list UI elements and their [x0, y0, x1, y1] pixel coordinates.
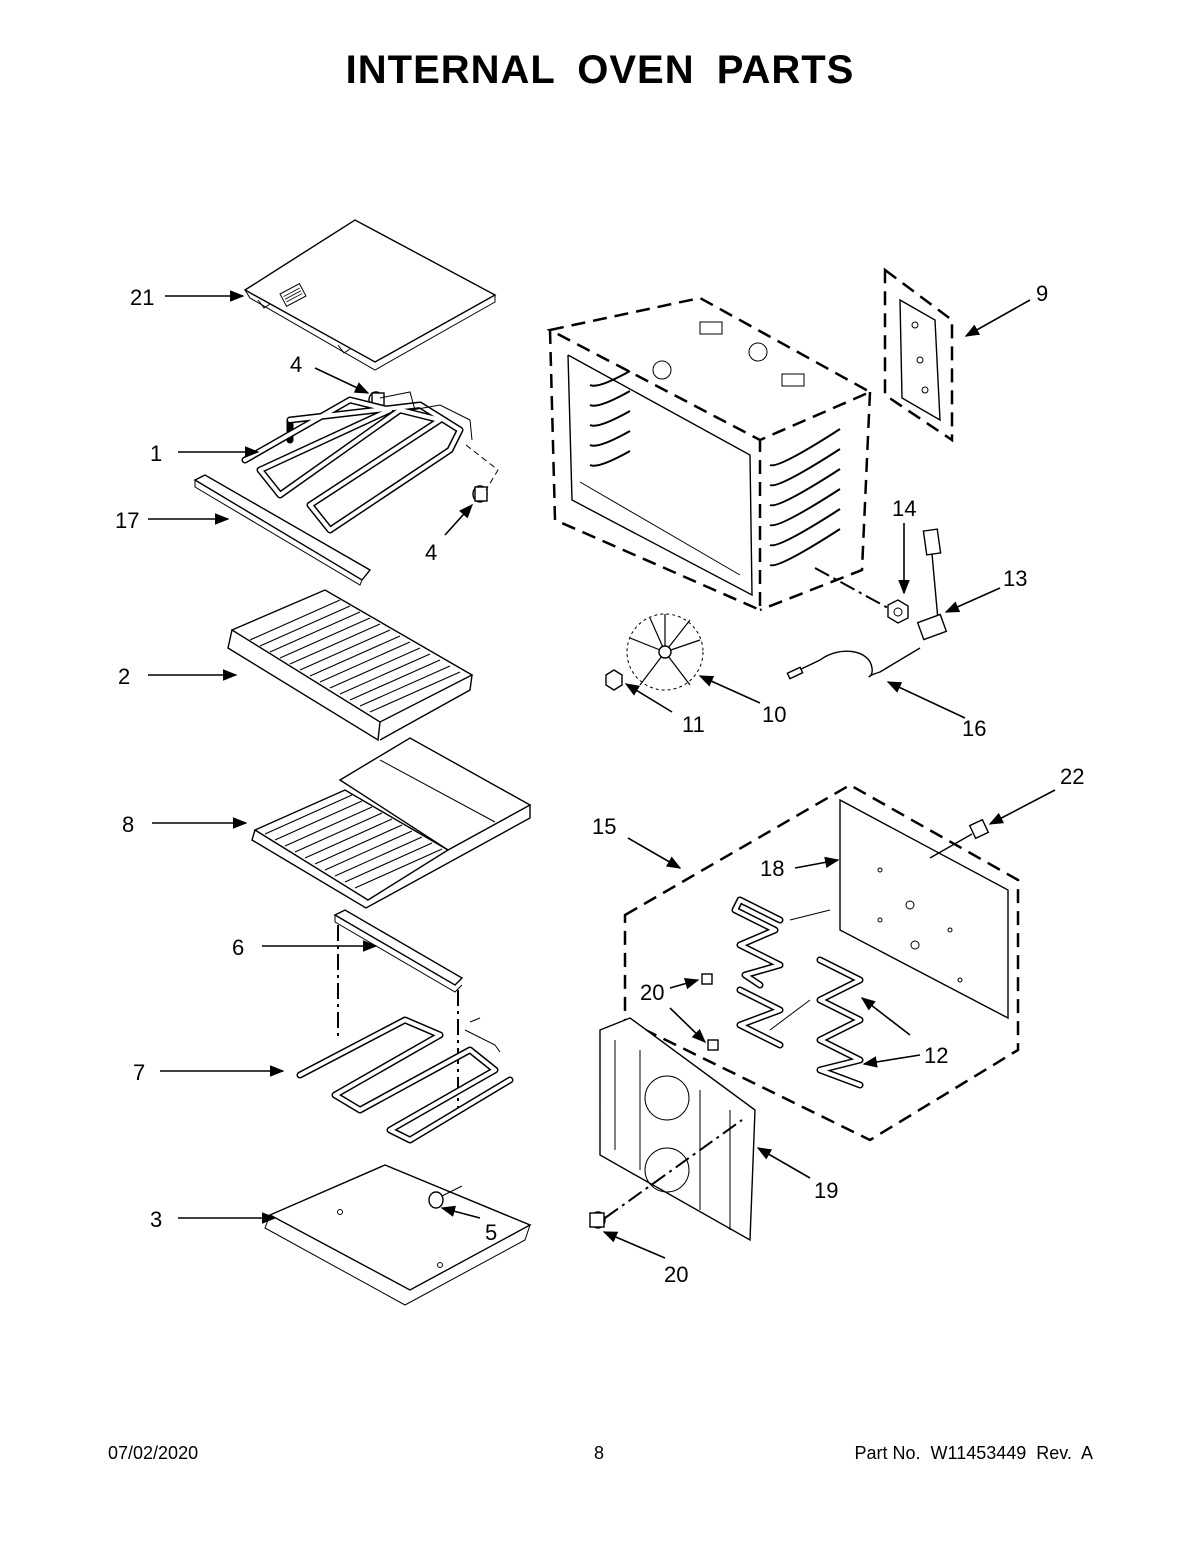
- part-5-screw: [428, 1185, 463, 1209]
- part-19-fan-cover: [599, 1017, 756, 1242]
- callout-2: 2: [118, 664, 130, 689]
- callout-20-upper: 20: [640, 980, 664, 1005]
- callout-6: 6: [232, 935, 244, 960]
- callout-4-upper: 4: [290, 352, 302, 377]
- part-9-control-bracket: [883, 267, 954, 443]
- footer-date: 07/02/2020: [108, 1443, 199, 1463]
- part-18-rear-panel: [839, 798, 1009, 1020]
- callout-12: 12: [924, 1043, 948, 1068]
- part-8-roller-rack: [251, 737, 532, 909]
- callout-21: 21: [130, 285, 154, 310]
- part-2-oven-rack: [227, 589, 474, 742]
- part-10-fan-blade: [626, 613, 704, 691]
- part-20-screw-upper: [701, 973, 719, 1051]
- callout-7: 7: [133, 1060, 145, 1085]
- oven-cavity: [546, 296, 889, 612]
- part-17-broil-element-shield: [193, 474, 372, 586]
- callout-17: 17: [115, 508, 139, 533]
- callout-11: 11: [682, 712, 705, 737]
- part-20-screw-lower: [589, 1211, 606, 1229]
- part-11-fan-nut: [605, 669, 623, 691]
- part-14-nut: [887, 599, 909, 624]
- part-6-bake-shield: [333, 909, 464, 1110]
- part-22-screw: [929, 818, 990, 859]
- callout-1: 1: [150, 441, 162, 466]
- part-1-broil-element: [241, 391, 499, 534]
- callout-18: 18: [760, 856, 784, 881]
- footer-part-number: Part No. W11453449 Rev. A: [854, 1443, 1093, 1463]
- part-13-sensor: [916, 528, 948, 641]
- callout-16: 16: [962, 716, 986, 741]
- part-4-screw-lower: [472, 485, 488, 503]
- part-7-bake-element: [296, 1016, 514, 1144]
- callout-19: 19: [814, 1178, 838, 1203]
- page-title: INTERNAL OVEN PARTS: [345, 48, 855, 92]
- footer-page-number: 8: [594, 1443, 605, 1463]
- callout-4-lower: 4: [425, 540, 437, 565]
- callout-13: 13: [1003, 566, 1027, 591]
- callout-3: 3: [150, 1207, 162, 1232]
- callout-14: 14: [892, 496, 916, 521]
- leader-arrows: [148, 290, 1056, 1259]
- callout-20-lower: 20: [664, 1262, 688, 1287]
- callout-5: 5: [485, 1220, 497, 1245]
- callout-22: 22: [1060, 764, 1084, 789]
- callout-10: 10: [762, 702, 786, 727]
- callout-9: 9: [1036, 281, 1048, 306]
- part-12-convection-elements: [731, 896, 864, 1089]
- callout-8: 8: [122, 812, 134, 837]
- part-16-meat-probe: [786, 647, 921, 680]
- callout-15: 15: [592, 814, 616, 839]
- part-21-top-cover-plate: [243, 219, 497, 371]
